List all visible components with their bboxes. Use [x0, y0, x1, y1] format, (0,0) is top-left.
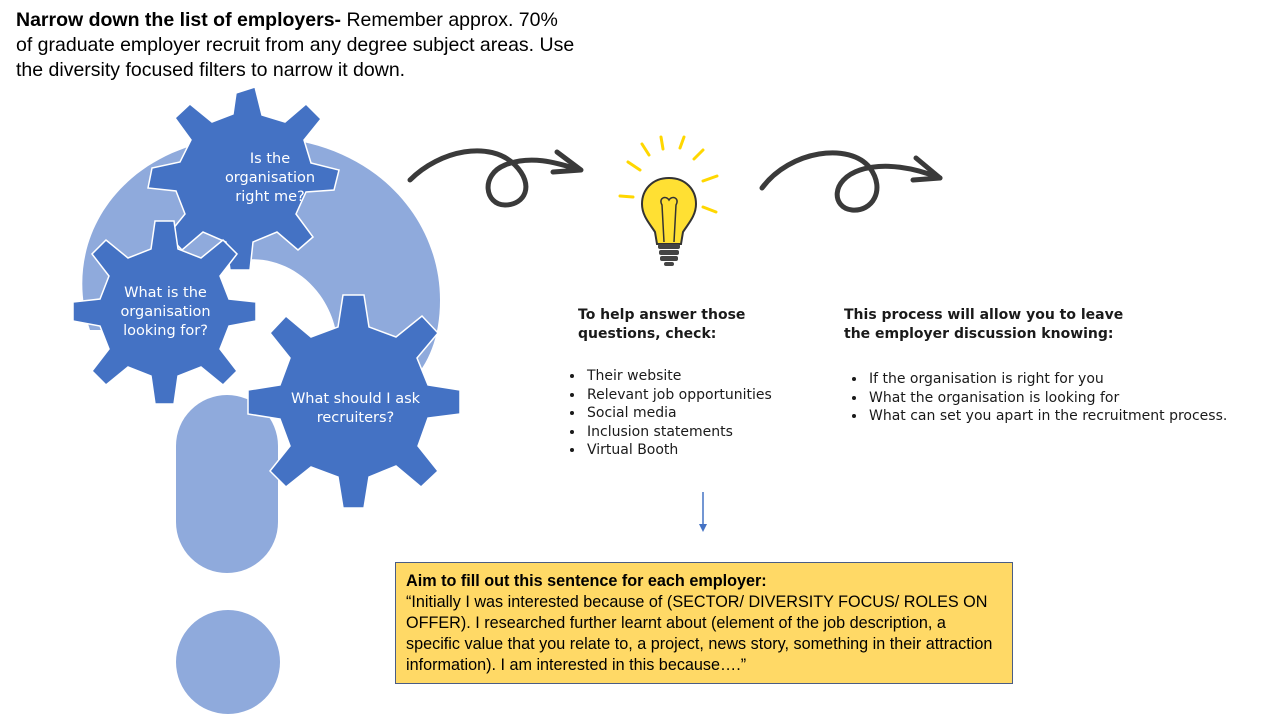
- list-item: If the organisation is right for you: [867, 370, 1269, 389]
- aim-box-body: “Initially I was interested because of (…: [406, 593, 993, 674]
- check-list: Their website Relevant job opportunities…: [567, 367, 845, 460]
- list-item: What can set you apart in the recruitmen…: [867, 407, 1269, 426]
- list-item: Their website: [585, 367, 845, 386]
- outcome-list: If the organisation is right for you Wha…: [849, 370, 1269, 426]
- gear-label-org-looking: What is the organisation looking for?: [120, 285, 211, 339]
- outcome-column-heading: This process will allow you to leave the…: [844, 307, 1124, 342]
- aim-box-title: Aim to fill out this sentence for each e…: [406, 572, 767, 590]
- list-item: Relevant job opportunities: [585, 386, 845, 405]
- list-item: Virtual Booth: [585, 441, 845, 460]
- loop-arrow-icon: [407, 148, 584, 208]
- loop-arrow-icon: [759, 150, 943, 213]
- gear-icon: [247, 294, 461, 509]
- intro-body: Remember approx. 70% of graduate employe…: [16, 9, 575, 81]
- lightbulb-icon: [618, 135, 719, 266]
- list-item: Inclusion statements: [585, 423, 845, 442]
- aim-sentence-box: Aim to fill out this sentence for each e…: [395, 562, 1013, 684]
- gear-icon: [147, 86, 340, 271]
- list-item: Social media: [585, 404, 845, 423]
- intro-bold: Narrow down the list of employers-: [16, 9, 342, 31]
- gear-icon: [72, 220, 257, 405]
- intro-text: Narrow down the list of employers- Remem…: [16, 8, 576, 83]
- list-item: What the organisation is looking for: [867, 389, 1269, 408]
- gear-label-org-right: Is the organisation right me?: [224, 151, 316, 205]
- gear-label-ask-recruiters: What should I ask recruiters?: [290, 391, 421, 426]
- check-column-heading: To help answer those questions, check:: [578, 307, 746, 342]
- down-arrow-icon: [699, 492, 707, 532]
